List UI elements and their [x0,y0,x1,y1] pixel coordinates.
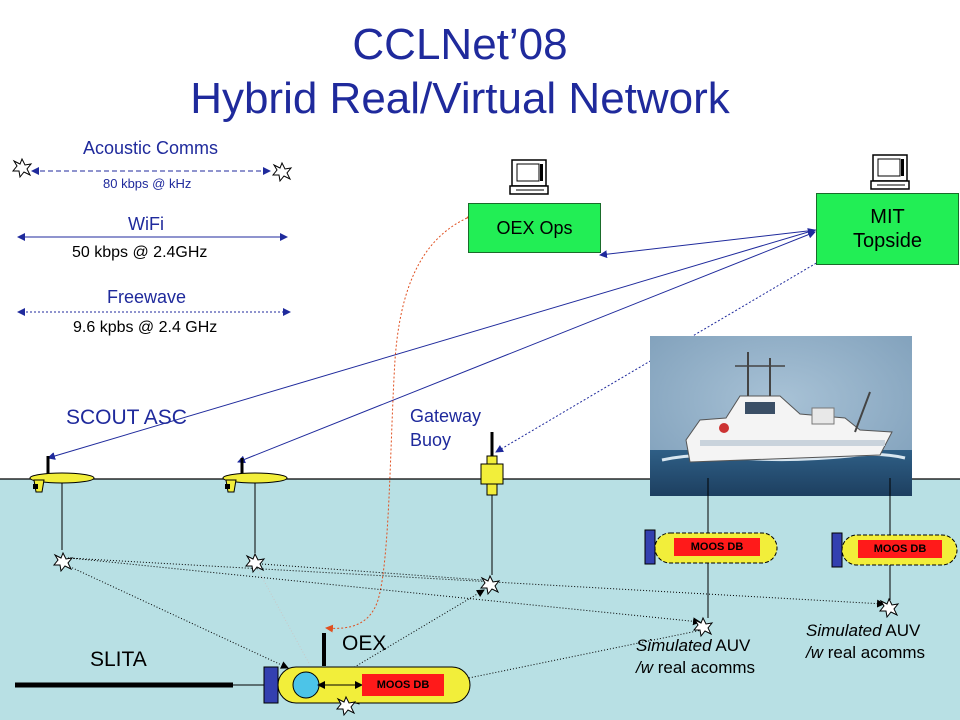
mit-topside-label-line2: Topside [853,230,922,252]
title-line-1: CCLNet’08 [352,20,568,69]
moos-db-label-sim-auv-right: MOOS DB [858,540,942,558]
wifi-link-mit-to-oex-ops [599,229,817,259]
gateway-label-line2: Buoy [410,430,452,450]
acoustic-modem-burst-icon [692,616,714,638]
mit-topside-label-line1: MIT [870,206,905,228]
acoustic-modem-burst-icon [244,552,266,574]
oex-ops-box: OEX Ops [468,203,601,253]
gateway-buoy-icon [480,432,504,496]
sim-auv-right-auv: AUV [881,621,921,640]
freewave-legend-label: Freewave [107,287,187,307]
sim-auv-right-label-line2: /w real acomms [806,643,925,663]
acoustic-modem-burst-icon [878,597,900,619]
oex-ops-label: OEX Ops [496,217,573,238]
scout-asc-label: SCOUT ASC [66,406,187,429]
wifi-legend-rate: 50 kbps @ 2.4GHz [72,244,208,261]
acoustic-burst-icon [11,157,33,179]
acoustic-legend-label: Acoustic Comms [83,138,219,158]
slita-label: SLITA [90,648,147,671]
sim-auv-right-w: /w [806,643,823,662]
sim-auv-right-simulated: Simulated [806,621,882,640]
sim-auv-left-simulated: Simulated [636,636,712,655]
scout-kayak-left [29,456,95,493]
acoustic-modem-burst-icon [52,551,74,573]
moos-db-label-sim-auv-left: MOOS DB [674,538,760,556]
ship-photo [650,336,912,496]
acoustic-link-scout-right-to-oex [257,569,311,666]
acoustic-modem-burst-icon [479,574,501,596]
acoustic-link-scout-left-to-oex [63,563,289,669]
sim-auv-right-label-line1: Simulated AUV [806,621,920,641]
acoustic-burst-icon [271,161,293,183]
acoustic-link-scout-right-to-gateway [261,563,483,581]
acoustic-modem-burst-icon [335,695,357,717]
acoustic-link-scout-left-to-sim-auv-left [69,557,701,626]
scout-kayak-right [222,458,288,493]
sim-auv-left-auv: AUV [711,636,751,655]
computer-terminal-icon [870,154,910,190]
sim-auv-left-label-line2: /w real acomms [636,658,755,678]
moos-db-label-oex: MOOS DB [362,674,444,696]
wifi-legend-label: WiFi [128,214,164,234]
acoustic-link-scout-left-to-sim-auv-right [67,557,885,608]
title-line-2: Hybrid Real/Virtual Network [190,74,730,123]
freewave-legend-rate: 9.6 kpbs @ 2.4 GHz [73,319,218,336]
mit-topside-box: MIT Topside [816,193,959,265]
oex-label: OEX [342,632,387,655]
gateway-label-line1: Gateway [410,406,482,426]
computer-terminal-icon [509,159,549,195]
sim-auv-left-w: /w [636,658,653,677]
sim-auv-right-acomms: real acomms [823,643,926,662]
sim-auv-left-label-line1: Simulated AUV [636,636,750,656]
sim-auv-left-acomms: real acomms [653,658,756,677]
acoustic-legend-rate: 80 kbps @ kHz [103,176,192,191]
